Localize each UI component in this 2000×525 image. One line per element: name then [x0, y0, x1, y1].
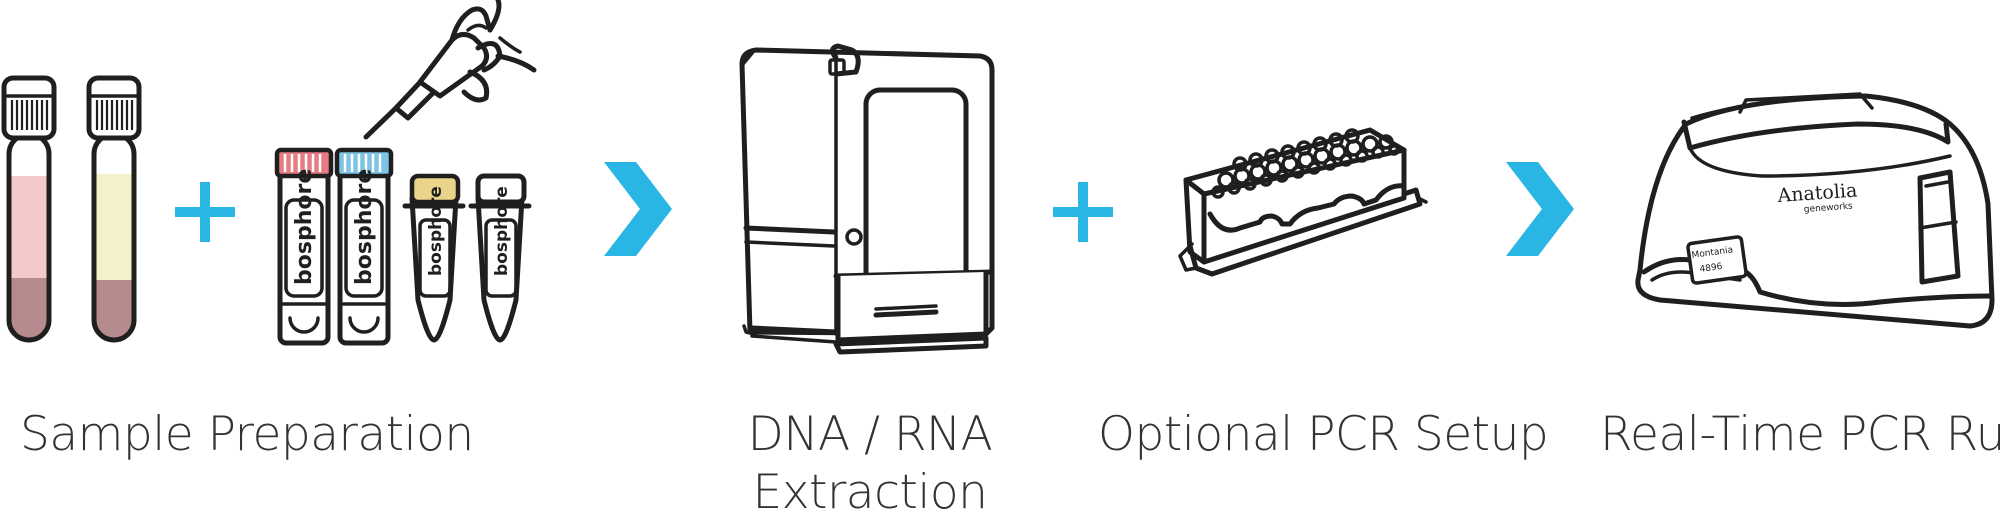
plus-icon [1053, 182, 1113, 242]
step-caption-pcr-run: Real-Time PCR Run [1600, 407, 2000, 462]
step-caption-sample-preparation: Sample Preparation [20, 407, 474, 462]
rack-wells [1211, 128, 1400, 199]
reagent-tube-red-cap-icon: bosphore [274, 147, 334, 346]
chevron-right-icon [1506, 162, 1574, 256]
real-time-pcr-instrument-icon: Anatolia geneworks Montania 4896 [1635, 92, 1995, 329]
step-caption-line: DNA / RNA [747, 407, 993, 462]
device-brand-sub-label: geneworks [1804, 202, 1854, 215]
chevron-right-icon [604, 162, 672, 256]
step-caption-pcr-setup: Optional PCR Setup [1098, 407, 1549, 462]
pipette-icon [363, 0, 537, 140]
blood-tube-icon [1, 75, 57, 343]
brand-label: bosphore [492, 186, 512, 276]
brand-label: bosphore [292, 169, 317, 285]
plus-icon [175, 182, 235, 242]
conical-tube-yellow-cap-icon: bosphore [402, 173, 466, 343]
brand-label: bosphore [426, 186, 446, 276]
device-model-sub-label: 4896 [1699, 262, 1723, 275]
extraction-instrument-icon [739, 43, 995, 355]
conical-tube-white-cap-icon: bosphore [468, 173, 532, 343]
pcr-strip-rack-icon [1178, 127, 1428, 277]
step-caption-line: Extraction [752, 465, 988, 520]
sample-preparation-illustration: bosphore bosphore bosphore [1, 0, 537, 346]
plasma-tube-icon [86, 75, 142, 343]
brand-label: bosphore [352, 169, 377, 285]
step-caption-extraction: DNA / RNA Extraction [720, 406, 1020, 522]
reagent-tube-blue-cap-icon: bosphore [334, 147, 394, 346]
